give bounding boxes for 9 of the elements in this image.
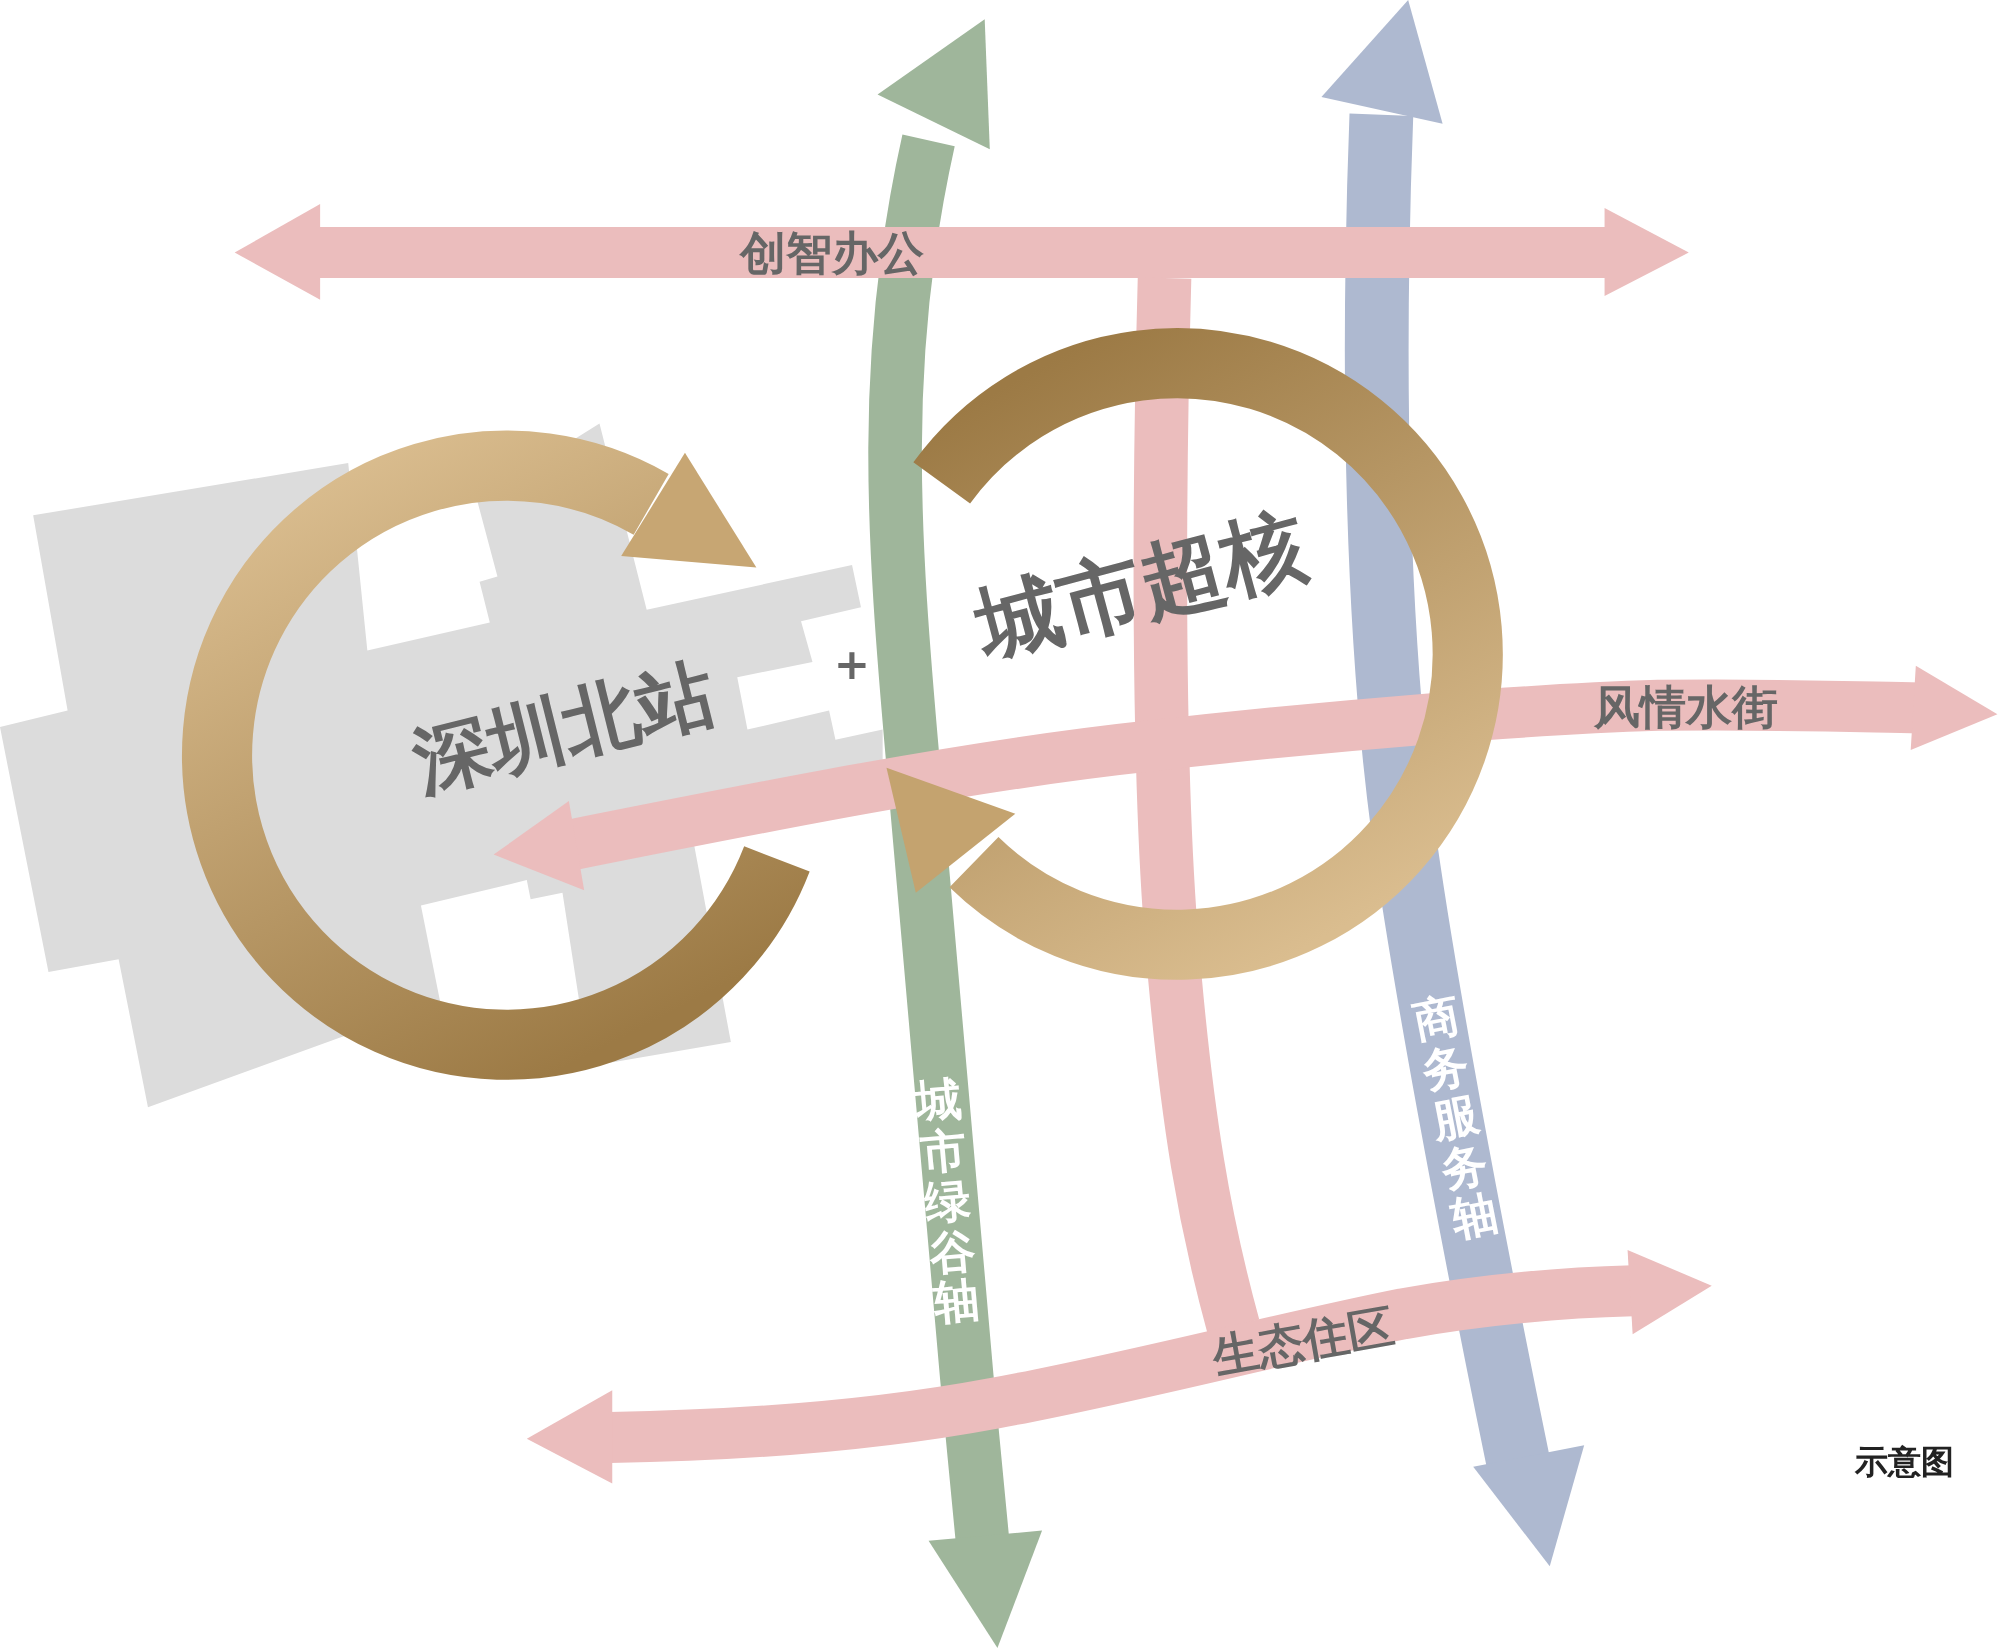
note: 示意图	[1854, 1445, 1955, 1479]
axis-label: 创智办公	[739, 230, 924, 277]
axis-label: 商务服务轴	[1408, 989, 1502, 1246]
axis-label: 城市绿谷轴	[913, 1073, 982, 1330]
place-label: 深圳北站	[406, 652, 722, 802]
axis-label: 生态住区	[1209, 1303, 1398, 1381]
place-label: 城市超核	[968, 502, 1316, 671]
axis-label: 风情水街	[1594, 684, 1779, 731]
plus-sign: +	[833, 641, 871, 685]
